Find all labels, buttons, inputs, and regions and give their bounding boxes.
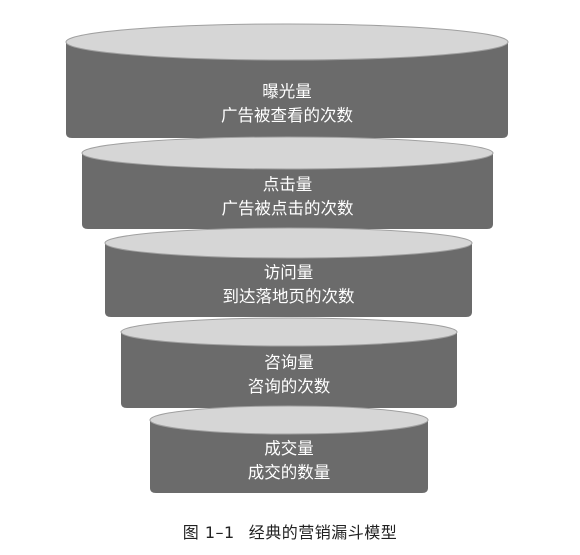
tier-body xyxy=(150,420,428,493)
tier-title: 点击量 xyxy=(263,175,313,194)
tier-top-ellipse xyxy=(120,317,458,347)
tier-description: 咨询的次数 xyxy=(248,377,331,396)
figure-number: 图 1–1 xyxy=(182,523,235,542)
tier-description: 广告被点击的次数 xyxy=(222,199,355,218)
funnel-tiers: 曝光量广告被查看的次数点击量广告被点击的次数访问量到达落地页的次数咨询量咨询的次… xyxy=(65,23,509,493)
tier-body xyxy=(66,42,508,138)
tier-body xyxy=(82,153,493,229)
tier-title: 曝光量 xyxy=(262,82,312,101)
tier-title: 访问量 xyxy=(264,263,314,282)
tier-body xyxy=(121,332,457,408)
tier-top-ellipse xyxy=(104,227,473,259)
tier-description: 到达落地页的次数 xyxy=(223,287,356,306)
funnel-diagram: 曝光量广告被查看的次数点击量广告被点击的次数访问量到达落地页的次数咨询量咨询的次… xyxy=(65,23,509,493)
tier-description: 成交的数量 xyxy=(248,463,331,482)
tier-body xyxy=(105,243,472,317)
tier-title: 成交量 xyxy=(264,439,314,458)
tier-description: 广告被查看的次数 xyxy=(221,106,354,125)
figure-title: 经典的营销漏斗模型 xyxy=(248,523,398,542)
tier-top-ellipse xyxy=(81,136,494,170)
tier-top-ellipse xyxy=(65,23,509,61)
tier-title: 咨询量 xyxy=(264,353,314,372)
figure-caption: 图 1–1 经典的营销漏斗模型 xyxy=(0,519,580,543)
tier-top-ellipse xyxy=(149,405,429,435)
